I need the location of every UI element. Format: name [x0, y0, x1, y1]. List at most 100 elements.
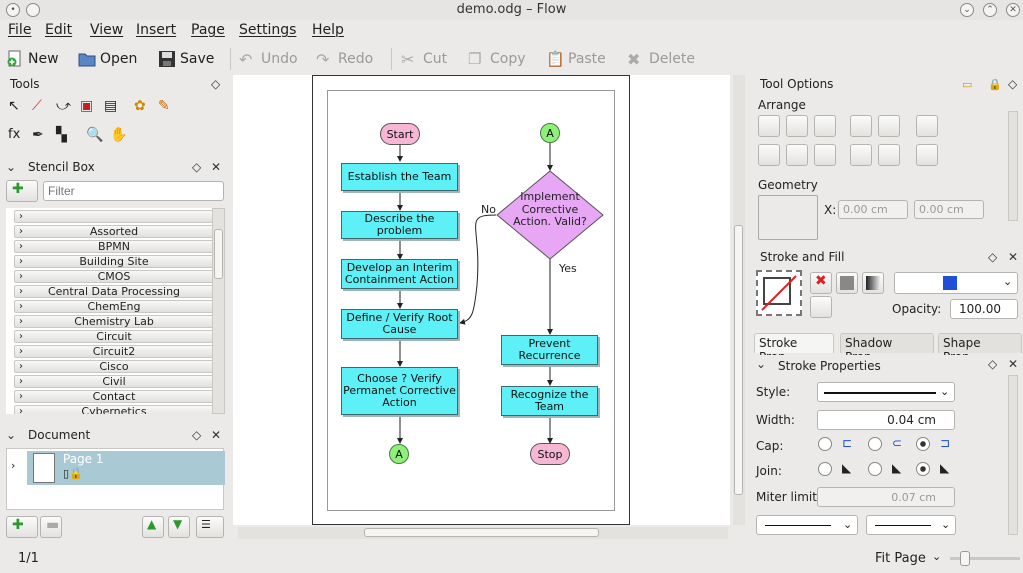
pen-tool-icon[interactable]: ⤻ — [56, 98, 71, 114]
stencil-group[interactable]: ›Circuit2 — [14, 345, 212, 358]
stencil-group[interactable]: ›Central Data Processing — [14, 285, 212, 298]
anchor-widget[interactable] — [758, 195, 818, 240]
horizontal-scrollbar[interactable] — [238, 527, 728, 539]
start-marker-dropdown[interactable]: ⌄ — [756, 515, 858, 535]
stop-node[interactable]: Stop — [530, 443, 570, 465]
pan-tool-icon[interactable]: ✋ — [110, 127, 128, 143]
menu-insert[interactable]: Insert — [136, 22, 177, 38]
start-node[interactable]: Start — [380, 123, 420, 145]
vertical-scrollbar[interactable] — [733, 75, 745, 525]
cap-square-radio[interactable] — [916, 437, 930, 451]
dock-float-icon[interactable]: ◇ — [192, 160, 202, 174]
zoom-tool-icon[interactable]: 🔍 — [86, 127, 104, 143]
save-button[interactable]: Save — [158, 48, 214, 70]
close-icon[interactable]: ✕ — [1006, 3, 1020, 17]
stencil-group[interactable]: ›Circuit — [14, 330, 212, 343]
undo-button[interactable]: ↶ Undo — [239, 48, 298, 70]
gradient-tool-icon[interactable]: ▚ — [56, 127, 67, 143]
describe-problem-node[interactable]: Describe the problem — [341, 211, 458, 239]
dock-close-icon[interactable]: ✕ — [211, 160, 222, 174]
scroll-thumb[interactable] — [734, 225, 743, 495]
gradient-fill-button[interactable] — [862, 272, 884, 294]
connector-a-top[interactable]: A — [540, 123, 560, 143]
formula-tool-icon[interactable]: fx — [8, 127, 21, 142]
choose-action-node[interactable]: Choose ? Verify Permanet Corrective Acti… — [341, 367, 458, 415]
pattern-fill-button[interactable] — [810, 296, 832, 318]
join-round-radio[interactable] — [868, 462, 882, 476]
stencil-group[interactable]: ›Cisco — [14, 360, 212, 373]
collapse-icon[interactable]: ⌄ — [6, 160, 17, 174]
zoom-slider[interactable] — [950, 551, 1020, 566]
establish-team-node[interactable]: Establish the Team — [341, 163, 458, 191]
redo-button[interactable]: ↷ Redo — [316, 48, 373, 70]
film-tool-icon[interactable]: ▤ — [104, 98, 118, 114]
stencil-group[interactable]: › — [14, 210, 212, 223]
stencil-group[interactable]: ›Cybernetics — [14, 405, 212, 414]
menu-file[interactable]: File — [8, 22, 32, 38]
remove-page-button[interactable]: ▬ — [40, 516, 62, 538]
align-middle-button[interactable] — [786, 144, 808, 166]
zoom-dropdown[interactable]: Fit Page — [875, 551, 926, 566]
x-position-field[interactable]: 0.00 cm — [838, 200, 908, 219]
menu-settings[interactable]: Settings — [239, 22, 297, 38]
bring-front-button[interactable] — [850, 115, 872, 137]
pencil-tool-icon[interactable]: ✎ — [158, 98, 170, 114]
lock-icon[interactable]: 🔒 — [988, 78, 1002, 91]
dock-float-icon[interactable]: ◇ — [192, 428, 202, 442]
align-top-button[interactable] — [758, 144, 780, 166]
dock-float-icon[interactable]: ◇ — [211, 77, 221, 91]
maximize-icon[interactable]: ⌃ — [983, 3, 997, 17]
collapse-icon[interactable]: ⌄ — [6, 428, 17, 442]
dock-float-icon[interactable]: ◇ — [1008, 77, 1018, 91]
delete-button[interactable]: ✖ Delete — [627, 48, 695, 70]
width-field[interactable]: 0.04 cm — [817, 410, 955, 430]
note-icon[interactable]: ▭ — [962, 78, 973, 91]
dock-float-icon[interactable]: ◇ — [988, 250, 998, 264]
stencil-group[interactable]: ›Chemistry Lab — [14, 315, 212, 328]
add-page-button[interactable]: ✚ — [6, 516, 38, 538]
raise-button[interactable] — [878, 115, 900, 137]
menu-view[interactable]: View — [90, 22, 124, 38]
add-stencil-button[interactable]: ✚ — [6, 180, 38, 202]
align-center-button[interactable] — [786, 115, 808, 137]
cap-round-radio[interactable] — [868, 437, 882, 451]
group-button[interactable] — [916, 115, 938, 137]
no-fill-button[interactable]: ✖ — [810, 272, 832, 294]
calligraphy-tool-icon[interactable]: ✒ — [32, 127, 44, 143]
dock-float-icon[interactable]: ◇ — [988, 357, 998, 371]
tab-shadow[interactable]: Shadow Prop... — [840, 333, 934, 364]
menu-help[interactable]: Help — [312, 22, 344, 38]
move-up-button[interactable]: ▲ — [142, 516, 164, 538]
connector-tool-icon[interactable]: ⟋ — [32, 98, 42, 114]
stencil-group[interactable]: ›Building Site — [14, 255, 212, 268]
dock-close-icon[interactable]: ✕ — [1008, 357, 1019, 371]
stencil-scrollbar[interactable] — [212, 208, 225, 414]
stroke-fill-swatch[interactable] — [756, 270, 802, 316]
stencil-group[interactable]: ›BPMN — [14, 240, 212, 253]
zoom-slider-handle[interactable] — [960, 551, 970, 566]
solid-fill-button[interactable] — [836, 272, 858, 294]
align-right-button[interactable] — [814, 115, 836, 137]
dock-close-icon[interactable]: ✕ — [1008, 250, 1019, 264]
end-marker-dropdown[interactable]: ⌄ — [866, 515, 956, 535]
style-dropdown[interactable]: ⌄ — [817, 382, 955, 402]
stencil-group[interactable]: ›ChemEng — [14, 300, 212, 313]
page-row[interactable]: Page 1 ▯🔒 — [27, 451, 225, 485]
color-dropdown[interactable]: ⌄ — [894, 272, 1018, 294]
app-menu-icon[interactable]: • — [6, 3, 20, 17]
scroll-thumb[interactable] — [214, 229, 223, 279]
paste-button[interactable]: 📋 Paste — [546, 48, 606, 70]
shape-tool-icon[interactable]: ▣ — [80, 98, 94, 114]
menu-edit[interactable]: Edit — [45, 22, 73, 38]
props-scrollbar[interactable] — [1008, 375, 1018, 535]
stencil-group[interactable]: ›Contact — [14, 390, 212, 403]
collapse-icon[interactable]: ⌄ — [756, 357, 767, 371]
connector-a-bottom[interactable]: A — [389, 444, 409, 464]
palette-tool-icon[interactable]: ✿ — [134, 98, 146, 114]
move-down-button[interactable]: ▼ — [168, 516, 190, 538]
view-mode-button[interactable]: ☰ — [196, 516, 224, 538]
new-button[interactable]: New — [6, 48, 59, 70]
tab-stroke[interactable]: Stroke Prop... — [754, 333, 834, 364]
ungroup-button[interactable] — [916, 144, 938, 166]
minimize-icon[interactable]: ⌄ — [960, 3, 974, 17]
